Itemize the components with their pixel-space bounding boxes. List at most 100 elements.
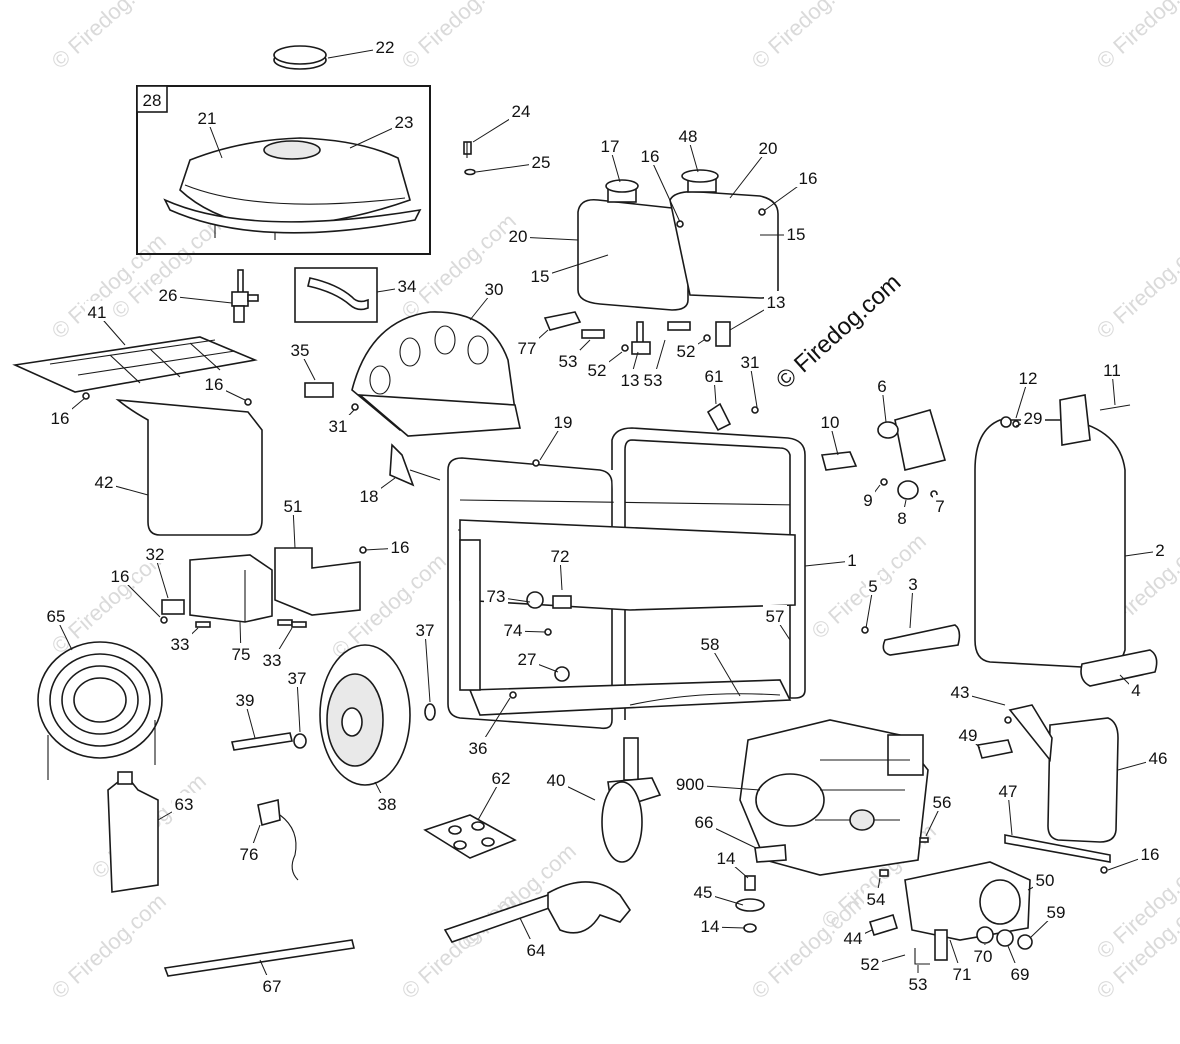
callout-bg-21 — [195, 107, 219, 127]
gasket-49 — [976, 739, 1014, 759]
callout-bg-37 — [285, 667, 309, 687]
wheel-38 — [319, 644, 411, 786]
clip-61 — [706, 402, 732, 432]
callout-73: 73 — [487, 587, 506, 606]
oil-bottle-63 — [107, 771, 159, 893]
callout-58: 58 — [701, 635, 720, 654]
callout-48: 48 — [679, 127, 698, 146]
callout-bg-41 — [85, 301, 109, 321]
leader-line-20 — [729, 148, 769, 199]
fuel-cap-22 — [273, 45, 327, 70]
callout-bg-31 — [326, 415, 350, 435]
recoil-cover-30 — [351, 311, 521, 437]
callout-16: 16 — [641, 147, 660, 166]
callout-16: 16 — [799, 169, 818, 188]
pump-50 — [904, 861, 1031, 961]
callout-5: 5 — [868, 577, 877, 596]
hose-reel-65 — [37, 641, 163, 780]
callout-bg-34 — [395, 275, 419, 295]
callout-38: 38 — [378, 795, 397, 814]
callout-37: 37 — [288, 669, 307, 688]
callout-41: 41 — [88, 303, 107, 322]
callout-52: 52 — [588, 361, 607, 380]
callout-14: 14 — [717, 849, 736, 868]
callout-25: 25 — [532, 153, 551, 172]
callout-27: 27 — [518, 650, 537, 669]
callout-bg-52 — [585, 359, 609, 379]
callout-bg-19 — [551, 411, 575, 431]
fuel-tank-21-23 — [163, 137, 422, 240]
callout-46: 46 — [1149, 749, 1168, 768]
grip-4 — [1080, 649, 1158, 687]
callout-33: 33 — [263, 651, 282, 670]
callout-bg-27 — [515, 648, 539, 668]
battery-tray-51 — [274, 547, 361, 616]
callout-19: 19 — [554, 413, 573, 432]
callout-bg-12 — [1016, 367, 1040, 387]
callout-bg-44 — [841, 927, 865, 947]
small-fittings-6-8-10 — [820, 421, 919, 500]
watermark-text: © Firedog.com — [1092, 228, 1180, 343]
callout-bg-77 — [515, 337, 539, 357]
callout-67: 67 — [263, 977, 282, 996]
callout-72: 72 — [551, 547, 570, 566]
callout-bg-33 — [168, 633, 192, 653]
callout-71: 71 — [953, 965, 972, 984]
callout-bg-75 — [229, 643, 253, 663]
callout-57: 57 — [766, 607, 785, 626]
callout-bg-76 — [237, 843, 261, 863]
callout-59: 59 — [1047, 903, 1066, 922]
callout-26: 26 — [159, 286, 178, 305]
callout-18: 18 — [360, 487, 379, 506]
callout-37: 37 — [416, 621, 435, 640]
callout-bg-6 — [875, 375, 889, 395]
callout-20: 20 — [759, 139, 778, 158]
callout-bg-8 — [895, 507, 909, 527]
callout-bg-16 — [202, 373, 226, 393]
callout-63: 63 — [175, 795, 194, 814]
charger-76 — [257, 798, 299, 881]
callout-bg-63 — [172, 793, 196, 813]
callout-56: 56 — [933, 793, 952, 812]
callout-bg-29 — [1021, 407, 1045, 427]
callout-bg-4 — [1129, 679, 1143, 699]
engine-900 — [739, 719, 929, 876]
callout-32: 32 — [146, 545, 165, 564]
callout-76: 76 — [240, 845, 259, 864]
callout-900: 900 — [676, 775, 704, 794]
fasteners-misc — [82, 208, 1131, 965]
callout-4: 4 — [1131, 681, 1140, 700]
callout-39: 39 — [236, 691, 255, 710]
leader-line-37 — [424, 630, 431, 703]
base-plate-41 — [12, 336, 258, 393]
callout-bg-36 — [466, 737, 490, 757]
callout-66: 66 — [695, 813, 714, 832]
callout-42: 42 — [95, 473, 114, 492]
callout-bg-900 — [673, 773, 707, 793]
callout-bg-67 — [260, 975, 284, 995]
callout-3: 3 — [908, 575, 917, 594]
callout-16: 16 — [391, 538, 410, 557]
callout-23: 23 — [395, 113, 414, 132]
callout-7: 7 — [935, 497, 944, 516]
callout-52: 52 — [861, 955, 880, 974]
callout-bg-69 — [1008, 963, 1032, 983]
callout-bg-20 — [506, 225, 530, 245]
callout-bg-16 — [1138, 843, 1162, 863]
fuel-valves-13 — [543, 311, 731, 355]
callout-16: 16 — [51, 409, 70, 428]
callout-bg-16 — [108, 565, 132, 585]
main-frame-1 — [447, 427, 806, 730]
washers-37 — [293, 703, 436, 749]
callout-bg-26 — [156, 284, 180, 304]
callout-6: 6 — [877, 377, 886, 396]
callout-12: 12 — [1019, 369, 1038, 388]
caster-40 — [601, 737, 662, 863]
callout-bg-45 — [691, 881, 715, 901]
callout-bg-15 — [784, 223, 808, 243]
callout-bg-16 — [388, 536, 412, 556]
side-panel-42 — [115, 398, 263, 536]
callout-53: 53 — [559, 352, 578, 371]
leader-line-37 — [296, 678, 301, 733]
